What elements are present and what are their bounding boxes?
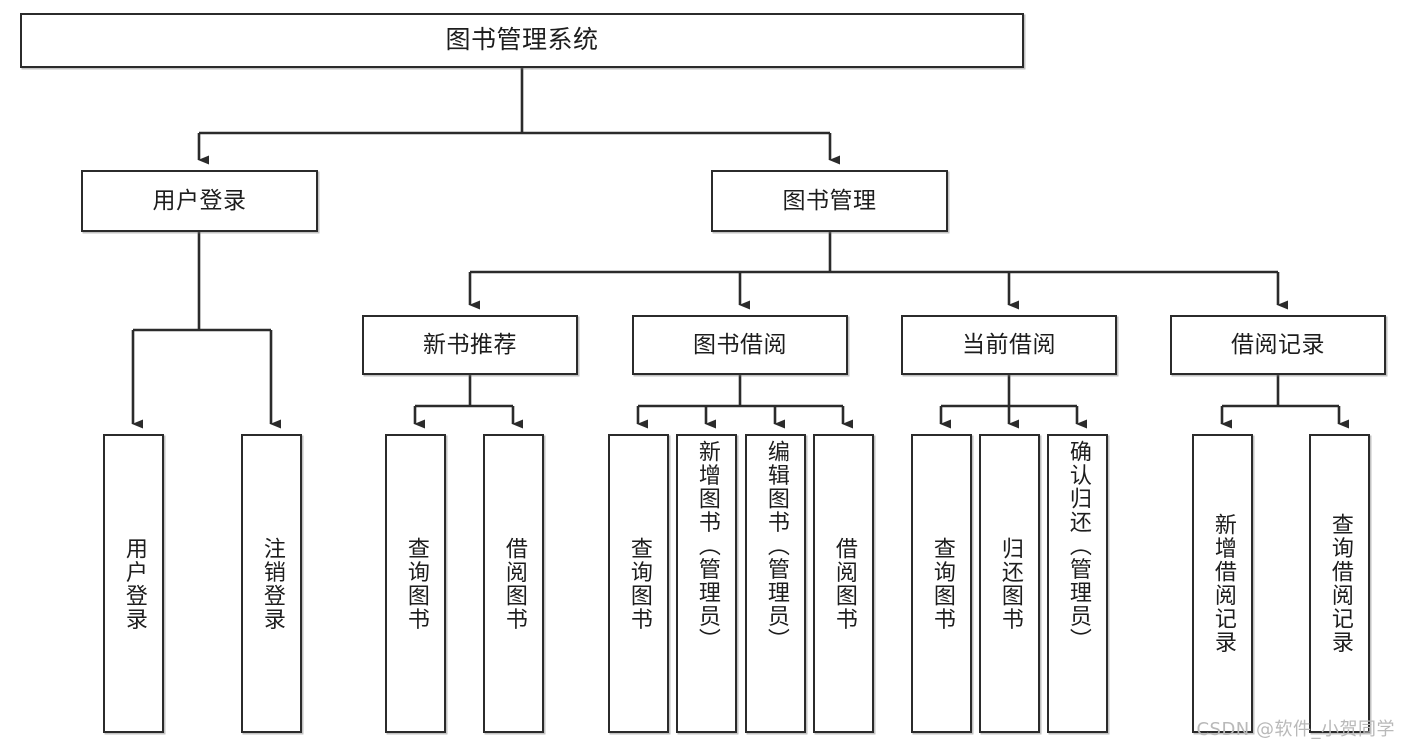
node-leaf-confirm-return-admin-label: 确认归还（管理员） — [1065, 440, 1091, 652]
node-new-book-recommend[interactable]: 新书推荐 — [362, 315, 578, 375]
node-leaf-borrow-book-recommend-label: 借阅图书 — [501, 536, 527, 631]
node-leaf-query-book-current-label: 查询图书 — [929, 536, 955, 631]
node-leaf-add-book-admin-label: 新增图书（管理员） — [694, 440, 720, 652]
node-leaf-add-borrow-record[interactable]: 新增借阅记录 — [1192, 434, 1253, 733]
node-leaf-query-book-current[interactable]: 查询图书 — [911, 434, 972, 733]
node-root-label: 图书管理系统 — [445, 25, 599, 55]
node-new-book-recommend-label: 新书推荐 — [423, 331, 517, 358]
node-leaf-query-book-recommend[interactable]: 查询图书 — [385, 434, 446, 733]
node-leaf-logout[interactable]: 注销登录 — [241, 434, 302, 733]
node-root-book-management-system[interactable]: 图书管理系统 — [20, 13, 1024, 68]
node-leaf-user-login[interactable]: 用户登录 — [103, 434, 164, 733]
node-borrow-record-label: 借阅记录 — [1231, 331, 1325, 358]
node-user-login-label: 用户登录 — [152, 187, 247, 214]
node-current-borrow-label: 当前借阅 — [962, 331, 1056, 358]
node-leaf-return-book[interactable]: 归还图书 — [979, 434, 1040, 733]
node-leaf-add-book-admin[interactable]: 新增图书（管理员） — [676, 434, 737, 733]
node-book-management-label: 图书管理 — [782, 187, 877, 214]
node-user-login[interactable]: 用户登录 — [81, 170, 318, 232]
node-leaf-add-borrow-record-label: 新增借阅记录 — [1210, 513, 1236, 654]
node-book-borrow-label: 图书借阅 — [693, 331, 787, 358]
node-leaf-query-borrow-record-label: 查询借阅记录 — [1327, 513, 1353, 654]
node-leaf-confirm-return-admin[interactable]: 确认归还（管理员） — [1047, 434, 1108, 733]
node-leaf-edit-book-admin-label: 编辑图书（管理员） — [763, 440, 789, 652]
node-leaf-borrow-book-recommend[interactable]: 借阅图书 — [483, 434, 544, 733]
node-leaf-query-borrow-record[interactable]: 查询借阅记录 — [1309, 434, 1370, 733]
node-borrow-record[interactable]: 借阅记录 — [1170, 315, 1386, 375]
node-leaf-query-book-recommend-label: 查询图书 — [403, 536, 429, 631]
node-leaf-user-login-label: 用户登录 — [121, 536, 147, 631]
node-leaf-borrow-book[interactable]: 借阅图书 — [813, 434, 874, 733]
node-leaf-query-book-borrow[interactable]: 查询图书 — [608, 434, 669, 733]
node-book-management[interactable]: 图书管理 — [711, 170, 948, 232]
node-book-borrow[interactable]: 图书借阅 — [632, 315, 848, 375]
node-leaf-edit-book-admin[interactable]: 编辑图书（管理员） — [745, 434, 806, 733]
node-leaf-query-book-borrow-label: 查询图书 — [626, 536, 652, 631]
node-leaf-return-book-label: 归还图书 — [997, 536, 1023, 631]
node-leaf-logout-label: 注销登录 — [259, 536, 285, 631]
node-leaf-borrow-book-label: 借阅图书 — [831, 536, 857, 631]
node-current-borrow[interactable]: 当前借阅 — [901, 315, 1117, 375]
